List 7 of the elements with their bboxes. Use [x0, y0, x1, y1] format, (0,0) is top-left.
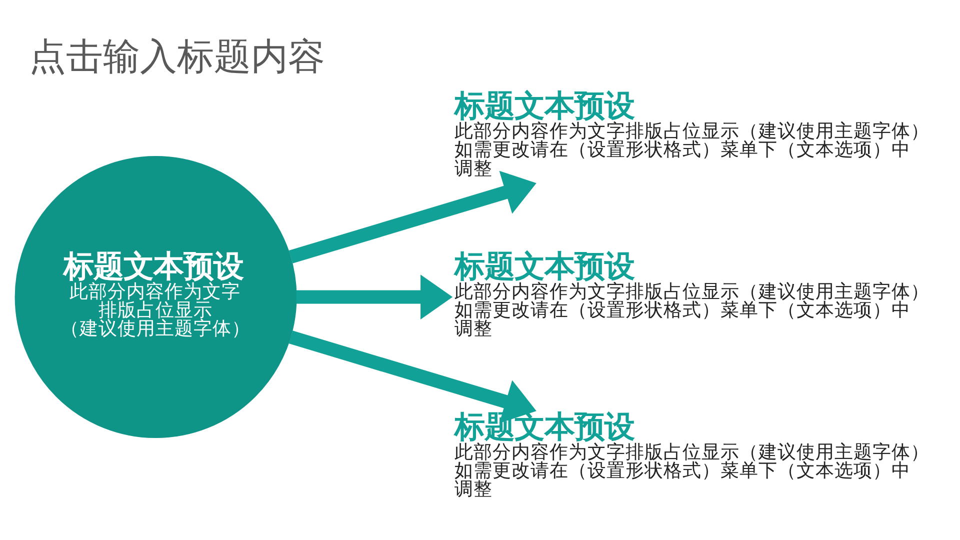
node-text: 标题文本预设 此部分内容作为文字排版占位显示（建议使用主题字体）如需更改请在（设置形状格式）菜单下（文本选项）中调整 [454, 89, 930, 180]
node-text: 标题文本预设 此部分内容作为文字排版占位显示（建议使用主题字体）如需更改请在（设置形状格式）菜单下（文本选项）中调整 [454, 250, 930, 340]
arrow [296, 274, 453, 320]
node-circle: 标题文本预设 此部分内容作为文字排版占位显示（建议使用主题字体） [14, 156, 297, 438]
arrow [288, 330, 536, 424]
diagram-title: 点击输入标题内容 [29, 35, 326, 78]
arrow [288, 170, 536, 264]
